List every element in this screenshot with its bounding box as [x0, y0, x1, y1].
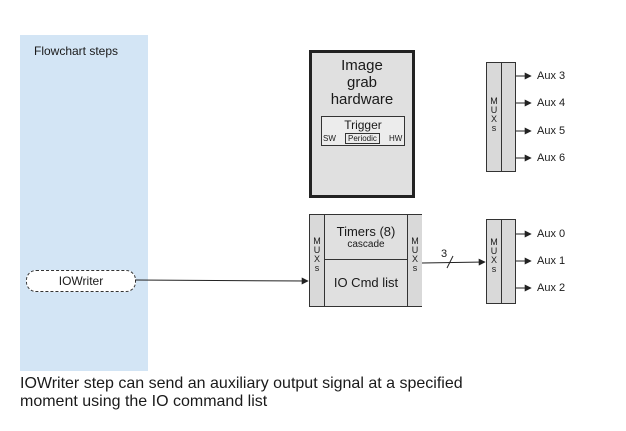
aux-3-label: Aux 3	[537, 70, 566, 82]
aux-0-label: Aux 0	[537, 228, 566, 240]
top-aux-mux-label: M U X s	[487, 97, 501, 133]
trigger-title: Trigger	[344, 118, 382, 132]
timers-right-mux-label: M U X s	[408, 237, 422, 273]
flowchart-steps-title: Flowchart steps	[34, 44, 119, 58]
mux-letter: M	[411, 236, 419, 246]
mux-letter: s	[491, 264, 497, 274]
mux-letter: s	[412, 263, 418, 273]
caption-line1: IOWriter step can send an auxiliary outp…	[20, 375, 463, 392]
timers-title: Timers (8)	[336, 224, 396, 239]
mux-letter: U	[411, 245, 419, 255]
bottom-aux-mux-left: M U X s	[487, 220, 502, 303]
mux-letter: U	[490, 246, 498, 256]
mux-letter: X	[490, 114, 497, 124]
timers-left-mux-label: M U X s	[310, 237, 324, 273]
io-cmd-list: IO Cmd list	[333, 275, 399, 290]
aux-2-label: Aux 2	[537, 282, 566, 294]
image-grab-hardware-block: Image grab hardware Trigger SW Periodic …	[309, 50, 415, 198]
mux-letter: s	[491, 123, 497, 133]
trigger-box: Trigger SW Periodic HW	[321, 116, 405, 146]
aux-6-label: Aux 6	[537, 152, 566, 164]
timers-right-mux: M U X s	[407, 215, 422, 306]
top-aux-mux-left: M U X s	[487, 63, 502, 171]
iowriter-step[interactable]: IOWriter	[26, 270, 136, 292]
mux-letter: U	[490, 105, 498, 115]
timers-left-mux: M U X s	[310, 215, 325, 306]
timers-subtitle: cascade	[347, 239, 385, 250]
mux-letter: M	[313, 236, 321, 246]
flowchart-steps-panel	[20, 35, 148, 371]
bottom-aux-mux: M U X s	[486, 219, 516, 304]
mux-letter: X	[313, 254, 320, 264]
caption-line2: moment using the IO command list	[20, 393, 268, 410]
timers-block: M U X s M U X s Timers (8) cascade IO Cm…	[309, 214, 422, 307]
bus-width-label: 3	[441, 248, 448, 260]
mux-letter: M	[490, 237, 498, 247]
trigger-option-hw: HW	[389, 134, 403, 143]
aux-5-label: Aux 5	[537, 125, 566, 137]
bottom-aux-mux-label: M U X s	[487, 238, 501, 274]
image-grab-title-line3: hardware	[330, 91, 394, 108]
top-aux-mux: M U X s	[486, 62, 516, 172]
trigger-option-periodic: Periodic	[345, 133, 380, 144]
bus-arrow	[421, 258, 486, 266]
image-grab-title-line2: grab	[346, 74, 378, 91]
mux-letter: X	[490, 255, 497, 265]
iowriter-to-mux-arrow	[134, 277, 309, 285]
bus-slash	[446, 255, 454, 269]
mux-letter: X	[411, 254, 418, 264]
mux-letter: s	[314, 263, 320, 273]
trigger-option-periodic-label: Periodic	[345, 133, 380, 144]
timers-section: Timers (8) cascade	[325, 215, 407, 260]
image-grab-title: Image grab hardware	[312, 57, 412, 108]
mux-letter: M	[490, 96, 498, 106]
image-grab-title-line1: Image	[341, 57, 383, 74]
aux-1-label: Aux 1	[537, 255, 566, 267]
aux-4-label: Aux 4	[537, 97, 566, 109]
trigger-option-sw: SW	[323, 134, 336, 143]
caption: IOWriter step can send an auxiliary outp…	[20, 375, 580, 411]
mux-letter: U	[313, 245, 321, 255]
